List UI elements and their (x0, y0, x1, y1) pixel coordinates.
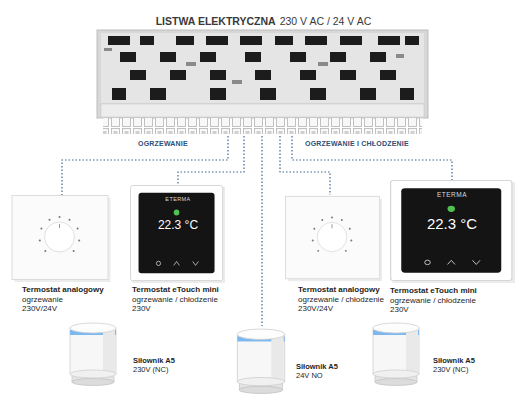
device-name: Termostat eTouch mini (390, 286, 477, 296)
device-spec: 230V (390, 305, 477, 315)
board-title: LISTWA ELEKTRYCZNA 230 V AC / 24 V AC (90, 11, 437, 29)
voltage-text: 230 V AC / 24 V AC (280, 15, 372, 27)
wire-connector (62, 136, 228, 195)
device-spec: 230V (132, 304, 219, 314)
thermostat-device: Termostat analogowyogrzewanie / chłodzen… (283, 195, 388, 316)
device-name: Termostat analogowy (22, 285, 104, 295)
wire-connector (292, 136, 452, 180)
controller-board: LISTWA ELEKTRYCZNA 230 V AC / 24 V AC (90, 6, 437, 136)
wire-connector (261, 136, 262, 326)
device-caption: Termostat eTouch miniogrzewanie / chłodz… (390, 286, 477, 315)
device-name: Siłownik A5 (433, 356, 475, 365)
display-reading: 22.3 °C (427, 215, 477, 232)
device-caption: Termostat eTouch miniogrzewanie / chłodz… (132, 285, 219, 314)
board-picture (97, 30, 428, 134)
actuator-device: Siłownik A5230V (NC) (365, 320, 490, 386)
device-caption: Siłownik A524V NO (296, 362, 338, 381)
device-spec: 230V (NC) (133, 365, 175, 374)
device-name: Termostat analogowy (298, 285, 384, 295)
device-name: Siłownik A5 (296, 362, 338, 371)
device-spec: 230V/24V (22, 304, 104, 314)
thermostat-device: Termostat eTouch miniogrzewanie / chłodz… (128, 185, 228, 316)
analog-thermostat (285, 196, 382, 281)
device-name: Termostat eTouch mini (132, 285, 219, 295)
zone-label: OGRZEWANIE (138, 140, 188, 147)
device-spec: 24V NO (296, 371, 338, 380)
thermostat-device: Termostat analogowyogrzewanie230V/24V (8, 195, 120, 316)
actuator-picture (373, 323, 419, 386)
device-spec: ogrzewanie / chłodzenie (298, 295, 384, 305)
title-text: LISTWA ELEKTRYCZNA (156, 15, 276, 27)
actuator-device: Siłownik A524V NO (230, 326, 350, 394)
zone-label: OGRZEWANIE I CHŁODZENIE (305, 140, 409, 147)
touch-thermostat (391, 181, 515, 283)
device-caption: Siłownik A5230V (NC) (133, 356, 175, 375)
device-spec: ogrzewanie (22, 295, 104, 305)
device-spec: 230V/24V (298, 304, 384, 314)
wire-connector (178, 136, 244, 185)
analog-thermostat (12, 196, 111, 283)
brand-label: ETERMA (165, 196, 190, 202)
touch-thermostat (130, 185, 225, 283)
device-spec: ogrzewanie / chłodzenie (390, 296, 477, 306)
device-spec: 230V (NC) (433, 365, 475, 374)
device-caption: Termostat analogowyogrzewanie230V/24V (22, 285, 104, 314)
brand-label: ETERMA (437, 191, 467, 198)
actuator-picture (70, 323, 116, 386)
device-name: Siłownik A5 (133, 356, 175, 365)
device-caption: Siłownik A5230V (NC) (433, 356, 475, 375)
display-reading: 22.3 °C (158, 218, 198, 232)
device-caption: Termostat analogowyogrzewanie / chłodzen… (298, 285, 384, 314)
actuator-device: Siłownik A5230V (NC) (62, 320, 187, 386)
device-spec: ogrzewanie / chłodzenie (132, 295, 219, 305)
thermostat-device: Termostat eTouch miniogrzewanie / chłodz… (388, 180, 516, 317)
actuator-picture (237, 329, 284, 393)
